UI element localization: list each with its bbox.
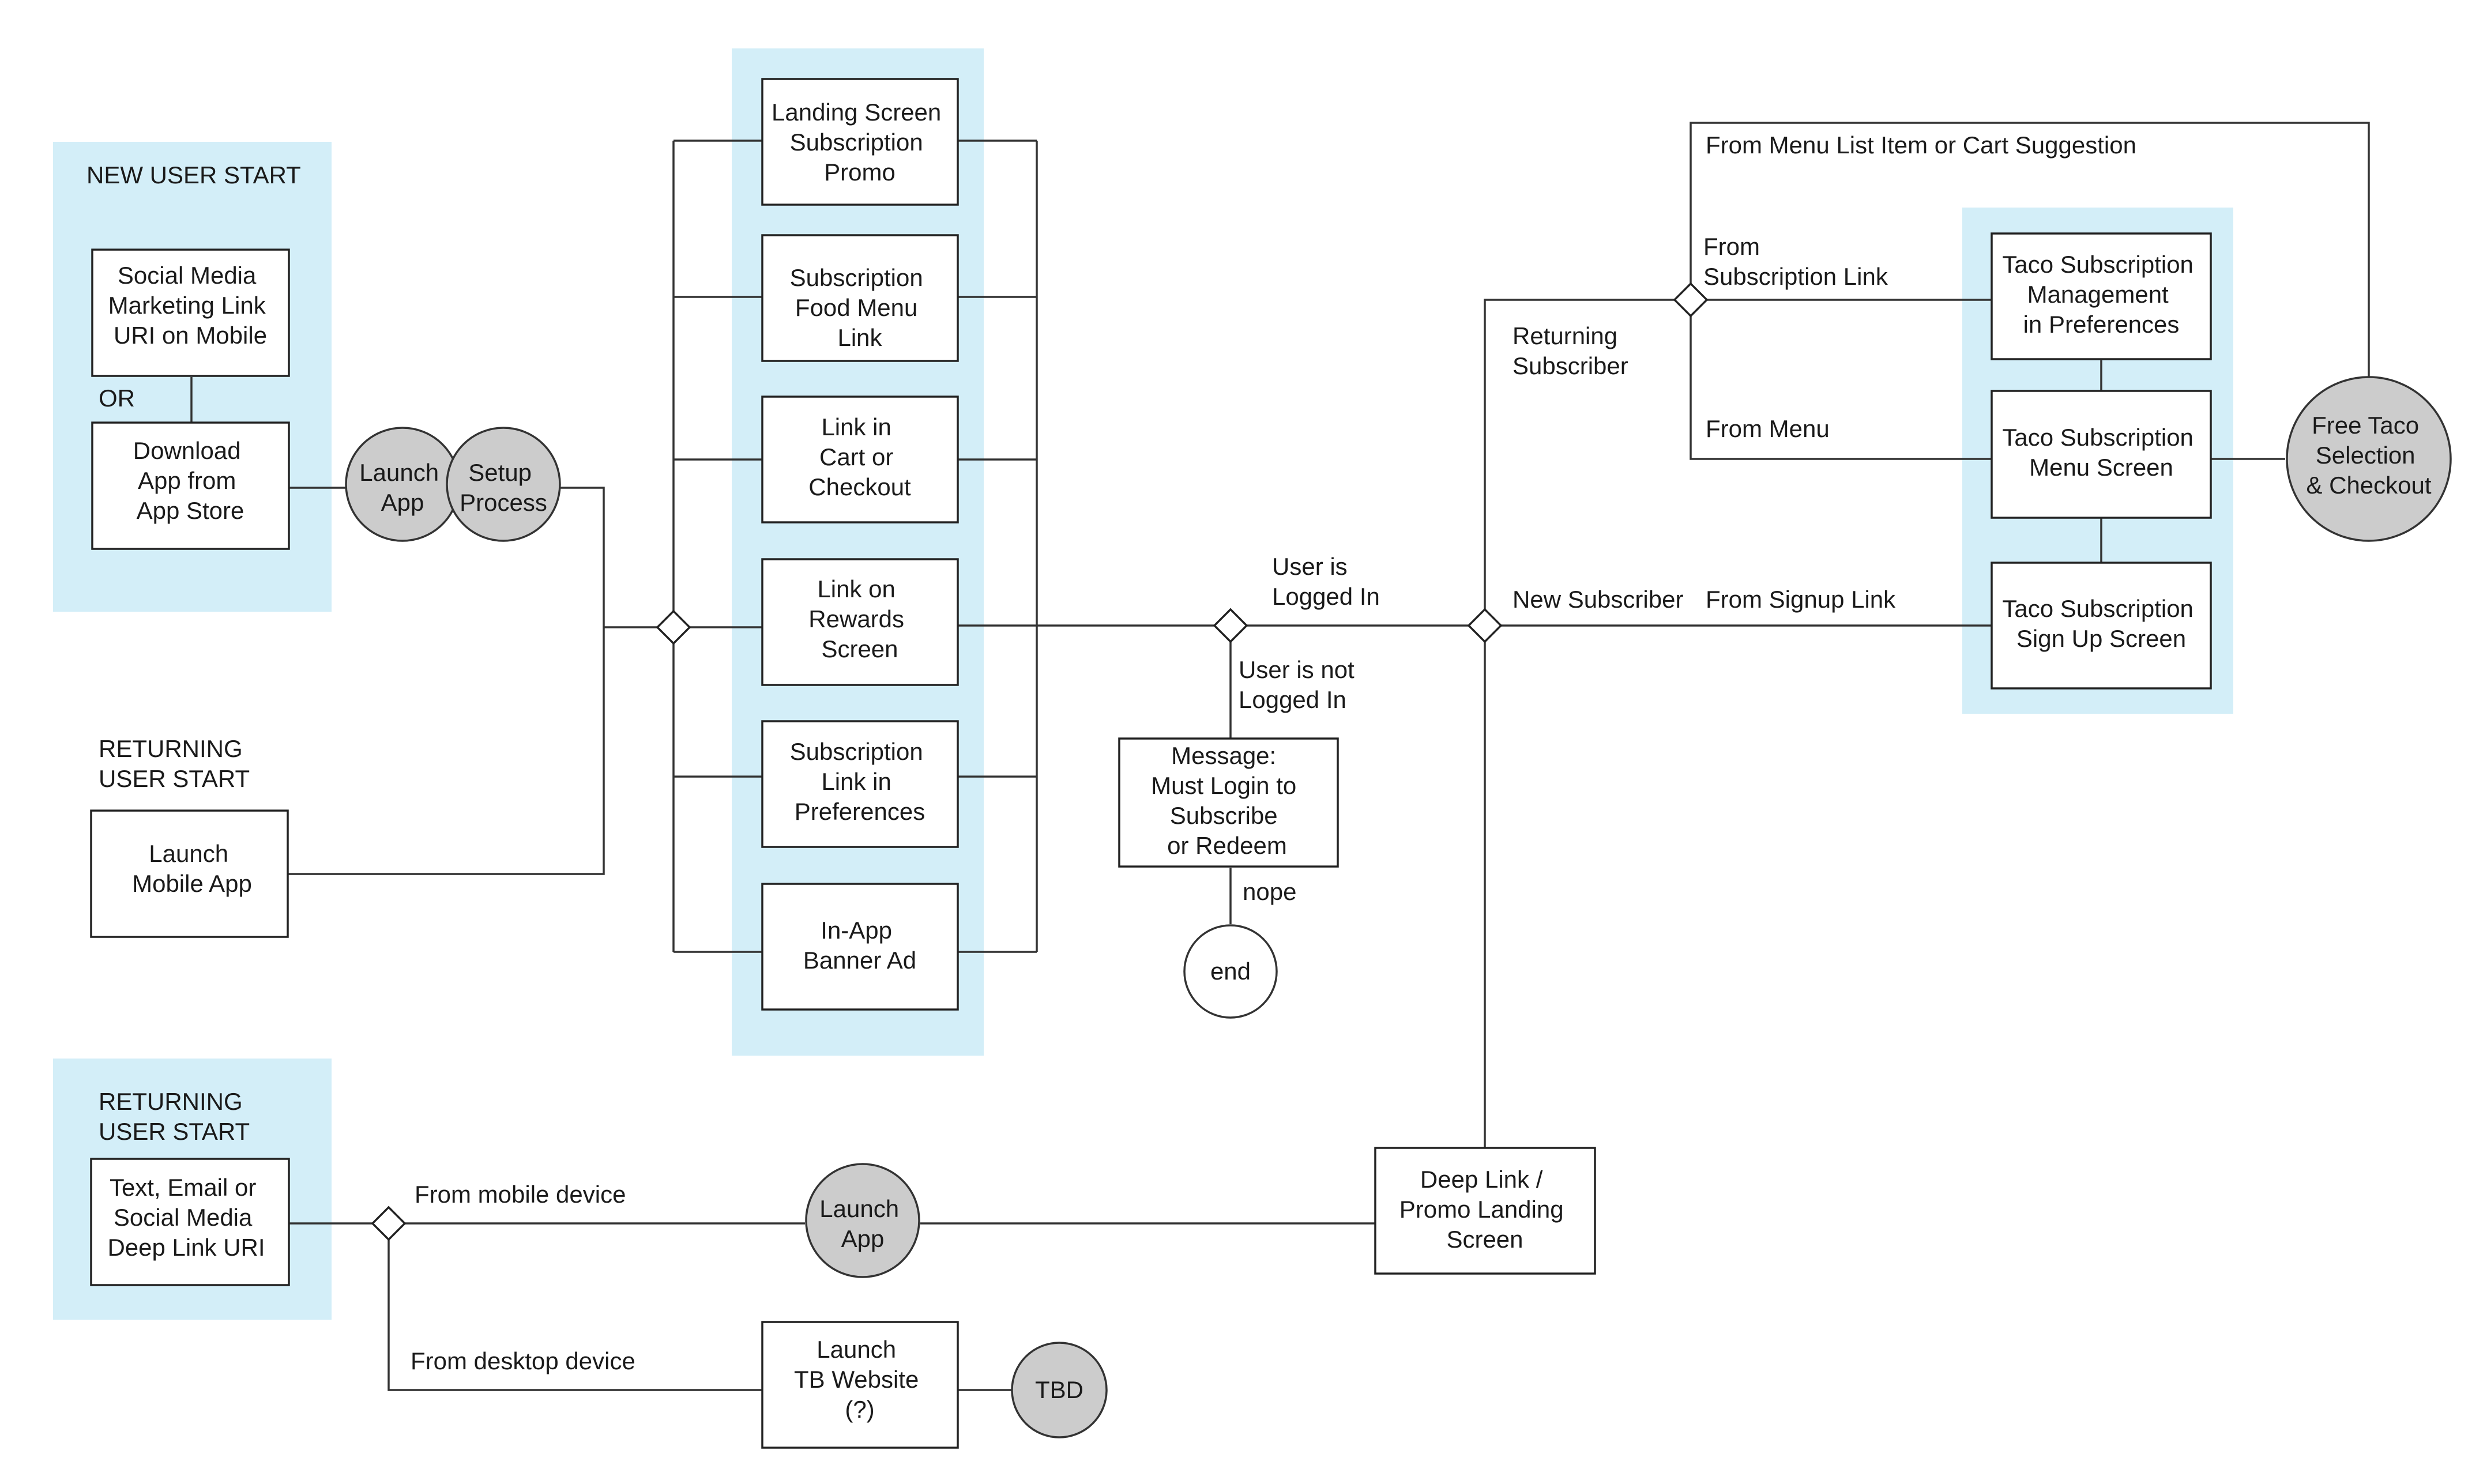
taco-signup-text: Taco Subscription Sign Up Screen (2002, 595, 2200, 652)
taco-management-text: Taco Subscription Management in Preferen… (2002, 251, 2200, 338)
from-subscription-link-label: From Subscription Link (1703, 233, 1888, 290)
end-text: end (1210, 958, 1251, 985)
from-mobile-label: From mobile device (415, 1181, 626, 1208)
deep-link-landing-text: Deep Link / Promo Landing Screen (1399, 1166, 1571, 1253)
deep-link-uri-text: Text, Email or Social Media Deep Link UR… (107, 1174, 265, 1261)
tbd-circle (1011, 1342, 1108, 1438)
entry-food-menu-text: Subscription Food Menu Link (790, 264, 930, 351)
or-label: OR (99, 385, 135, 412)
returning-user-deeplink-label: RETURNING USER START (99, 1088, 250, 1145)
taco-menu-box (1991, 390, 2212, 519)
deep-link-landing-box (1374, 1147, 1596, 1275)
entry-merge-diamond (656, 609, 691, 645)
free-taco-text: Free Taco Selection & Checkout (2306, 412, 2431, 499)
entry-landing-screen-text: Landing Screen Subscription Promo (772, 99, 948, 186)
entry-banner-ad-box (761, 883, 959, 1011)
taco-management-box (1991, 232, 2212, 360)
connectors (190, 122, 2370, 1391)
returning-subscriber-label: Returning Subscriber (1512, 322, 1628, 379)
must-login-message-text: Message: Must Login to Subscribe or Rede… (1151, 742, 1303, 859)
launch-website-box (761, 1321, 959, 1449)
entry-rewards-box (761, 558, 959, 686)
launch-mobile-app-text: Launch Mobile App (132, 840, 252, 897)
entry-cart-checkout-text: Link in Cart or Checkout (808, 413, 911, 500)
tbd-text: TBD (1035, 1376, 1083, 1403)
taco-menu-text: Taco Subscription Menu Screen (2002, 424, 2200, 481)
new-subscriber-label: New Subscriber (1512, 586, 1683, 613)
device-check-diamond (371, 1206, 407, 1241)
launch-app-text: Launch App (359, 459, 445, 516)
taco-signup-box (1991, 562, 2212, 690)
must-login-message-box (1118, 737, 1339, 868)
download-app-box (91, 421, 290, 550)
from-signup-link-label: From Signup Link (1706, 586, 1896, 613)
deep-link-uri-box (90, 1158, 290, 1286)
launch-website-text: Launch TB Website (?) (794, 1336, 925, 1423)
entry-preferences-box (761, 720, 959, 848)
launch-app-circle-2 (805, 1163, 920, 1278)
nope-label: nope (1243, 878, 1296, 905)
download-app-text: Download App from App Store (133, 437, 247, 524)
setup-process-text: Setup Process (460, 459, 547, 516)
launch-mobile-app-box (90, 809, 289, 938)
login-check-diamond (1213, 608, 1248, 643)
entry-rewards-text: Link on Rewards Screen (808, 575, 910, 662)
user-not-logged-in-label: User is not Logged In (1239, 656, 1361, 713)
entry-banner-ad-text: In-App Banner Ad (803, 917, 916, 974)
user-logged-in-label: User is Logged In (1272, 553, 1380, 610)
new-user-start-label: NEW USER START (86, 161, 301, 189)
from-menu-label: From Menu (1706, 415, 1830, 442)
social-media-link-box (91, 248, 290, 377)
launch-app-2-text: Launch App (819, 1195, 905, 1252)
entry-type-diamond (1673, 282, 1709, 318)
setup-process-circle (446, 427, 561, 542)
entry-food-menu-box (761, 234, 959, 362)
from-menu-list-label: From Menu List Item or Cart Suggestion (1706, 131, 2136, 159)
entry-preferences-text: Subscription Link in Preferences (790, 738, 930, 825)
social-media-link-text: Social Media Marketing Link URI on Mobil… (108, 262, 273, 349)
from-desktop-label: From desktop device (411, 1347, 635, 1374)
entry-cart-checkout-box (761, 396, 959, 523)
entry-landing-screen-box (761, 78, 959, 206)
free-taco-circle (2286, 376, 2452, 542)
subscriber-check-diamond (1467, 608, 1503, 643)
returning-user-start-label: RETURNING USER START (99, 735, 250, 792)
end-circle (1183, 924, 1278, 1019)
